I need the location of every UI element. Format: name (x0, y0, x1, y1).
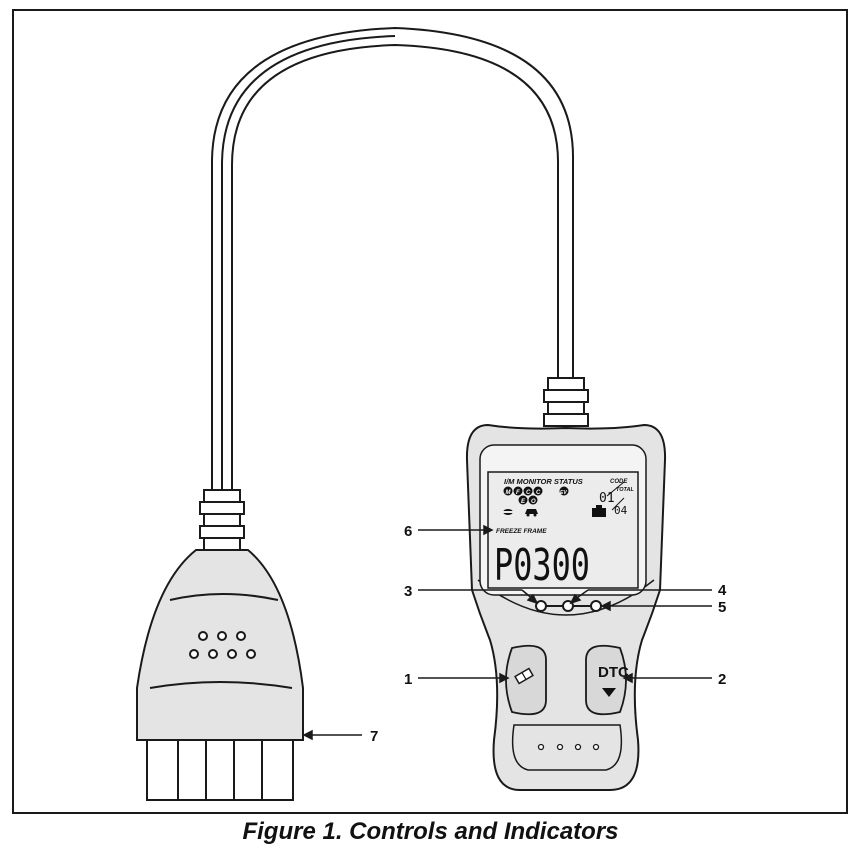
callout-4: 4 (718, 582, 727, 599)
monitor-icon (503, 486, 513, 496)
monitor-icon (528, 495, 538, 505)
monitor-icon (513, 486, 523, 496)
led-indicators (535, 600, 602, 612)
scan-tool: I/M MONITOR STATUS CODE TOTAL M F C C E … (465, 423, 667, 791)
callout-1: 1 (404, 671, 412, 688)
led-red (590, 600, 602, 612)
link-icon (503, 509, 513, 515)
vehicle-icon (525, 509, 538, 517)
tool-bottom-panel (511, 724, 623, 771)
lcd-code-label: CODE (610, 479, 628, 485)
lcd-monitor-icons: M F C C E O EV (503, 486, 569, 505)
lcd-freeze-frame: FREEZE FRAME (496, 528, 547, 535)
obd-connector (136, 489, 304, 801)
callout-6: 6 (404, 523, 412, 540)
monitor-icon (518, 495, 528, 505)
callout-2: 2 (718, 671, 726, 688)
monitor-icon (533, 486, 543, 496)
monitor-letter: F (516, 490, 520, 496)
down-triangle-icon (602, 688, 616, 697)
vent-holes (537, 743, 600, 751)
ev-icon-label: EV (560, 490, 567, 496)
monitor-letter: E (521, 499, 526, 505)
dtc-button-label: DTC (598, 664, 629, 681)
monitor-letter: C (526, 490, 531, 496)
lcd-monitor-status: I/M MONITOR STATUS (504, 477, 583, 486)
tool-cable-strain-relief (543, 377, 589, 427)
eraser-icon (514, 667, 534, 685)
lcd-total-label: TOTAL (616, 487, 634, 493)
monitor-letter: O (531, 499, 536, 505)
cable (211, 26, 575, 490)
led-green (535, 600, 547, 612)
lcd-total-number: 04 (614, 504, 628, 517)
monitor-icon (523, 486, 533, 496)
callout-lines (302, 524, 712, 741)
lcd-code-number: 01 (599, 491, 615, 506)
callout-3: 3 (404, 583, 412, 600)
engine-icon (592, 505, 606, 517)
callout-5: 5 (718, 599, 726, 616)
figure-frame (12, 9, 848, 814)
ev-icon (559, 486, 569, 496)
figure-caption: Figure 1. Controls and Indicators (242, 818, 619, 845)
monitor-letter: M (506, 490, 512, 496)
lcd-dtc-code: P0300 (494, 540, 590, 591)
monitor-letter: C (536, 490, 541, 496)
callout-7: 7 (370, 728, 378, 745)
